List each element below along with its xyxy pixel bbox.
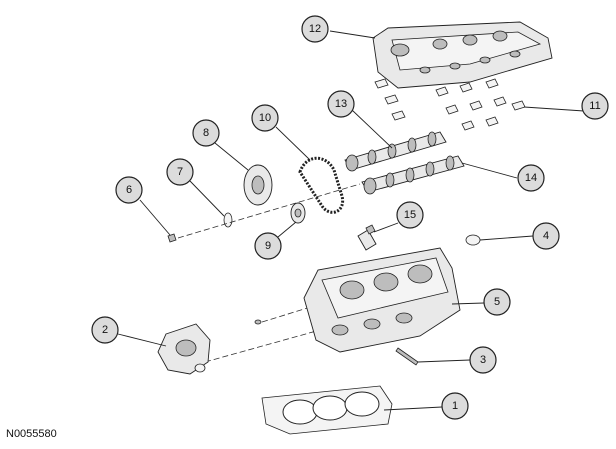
callout-11-number: 11	[589, 100, 600, 112]
callout-2-number: 2	[102, 324, 108, 336]
callout-15: 15	[396, 201, 424, 229]
callout-4: 4	[532, 222, 560, 250]
callout-14: 14	[517, 164, 545, 192]
intake-camshaft	[344, 131, 447, 172]
callout-9: 9	[254, 232, 282, 260]
callout-14-number: 14	[525, 172, 537, 184]
oil-control-solenoid	[357, 224, 377, 251]
callout-12-number: 12	[309, 23, 321, 35]
callout-2: 2	[91, 316, 119, 344]
figure-code: N0055580	[6, 428, 57, 440]
callout-3: 3	[469, 346, 497, 374]
stud	[395, 347, 419, 366]
callout-6: 6	[115, 176, 143, 204]
vct-unit	[243, 164, 273, 206]
exhaust-camshaft	[361, 155, 465, 195]
callout-1: 1	[441, 392, 469, 420]
callout-12: 12	[301, 15, 329, 43]
callout-6-number: 6	[126, 184, 132, 196]
callout-5: 5	[483, 288, 511, 316]
callout-8: 8	[192, 119, 220, 147]
callout-3-number: 3	[480, 354, 486, 366]
callout-13: 13	[327, 90, 355, 118]
callout-1-number: 1	[452, 400, 458, 412]
roller-followers	[374, 78, 526, 131]
callout-7-number: 7	[177, 166, 183, 178]
bolt	[167, 233, 177, 243]
oil-pump-bracket	[157, 323, 211, 375]
callout-15-number: 15	[404, 209, 416, 221]
callout-4-number: 4	[543, 230, 549, 242]
sprocket	[290, 202, 306, 224]
callout-7: 7	[166, 158, 194, 186]
callout-10: 10	[251, 104, 279, 132]
callout-9-number: 9	[265, 240, 271, 252]
plug	[465, 234, 481, 246]
timing-chain	[298, 156, 345, 214]
valve-cover	[372, 21, 553, 89]
head-gasket	[261, 385, 393, 435]
callout-11: 11	[581, 92, 609, 120]
callout-8-number: 8	[203, 127, 209, 139]
callout-5-number: 5	[494, 296, 500, 308]
callout-13-number: 13	[335, 98, 347, 110]
washer	[223, 212, 233, 228]
callout-10-number: 10	[259, 112, 271, 124]
leader-lines	[117, 30, 585, 411]
cylinder-head	[254, 247, 461, 353]
